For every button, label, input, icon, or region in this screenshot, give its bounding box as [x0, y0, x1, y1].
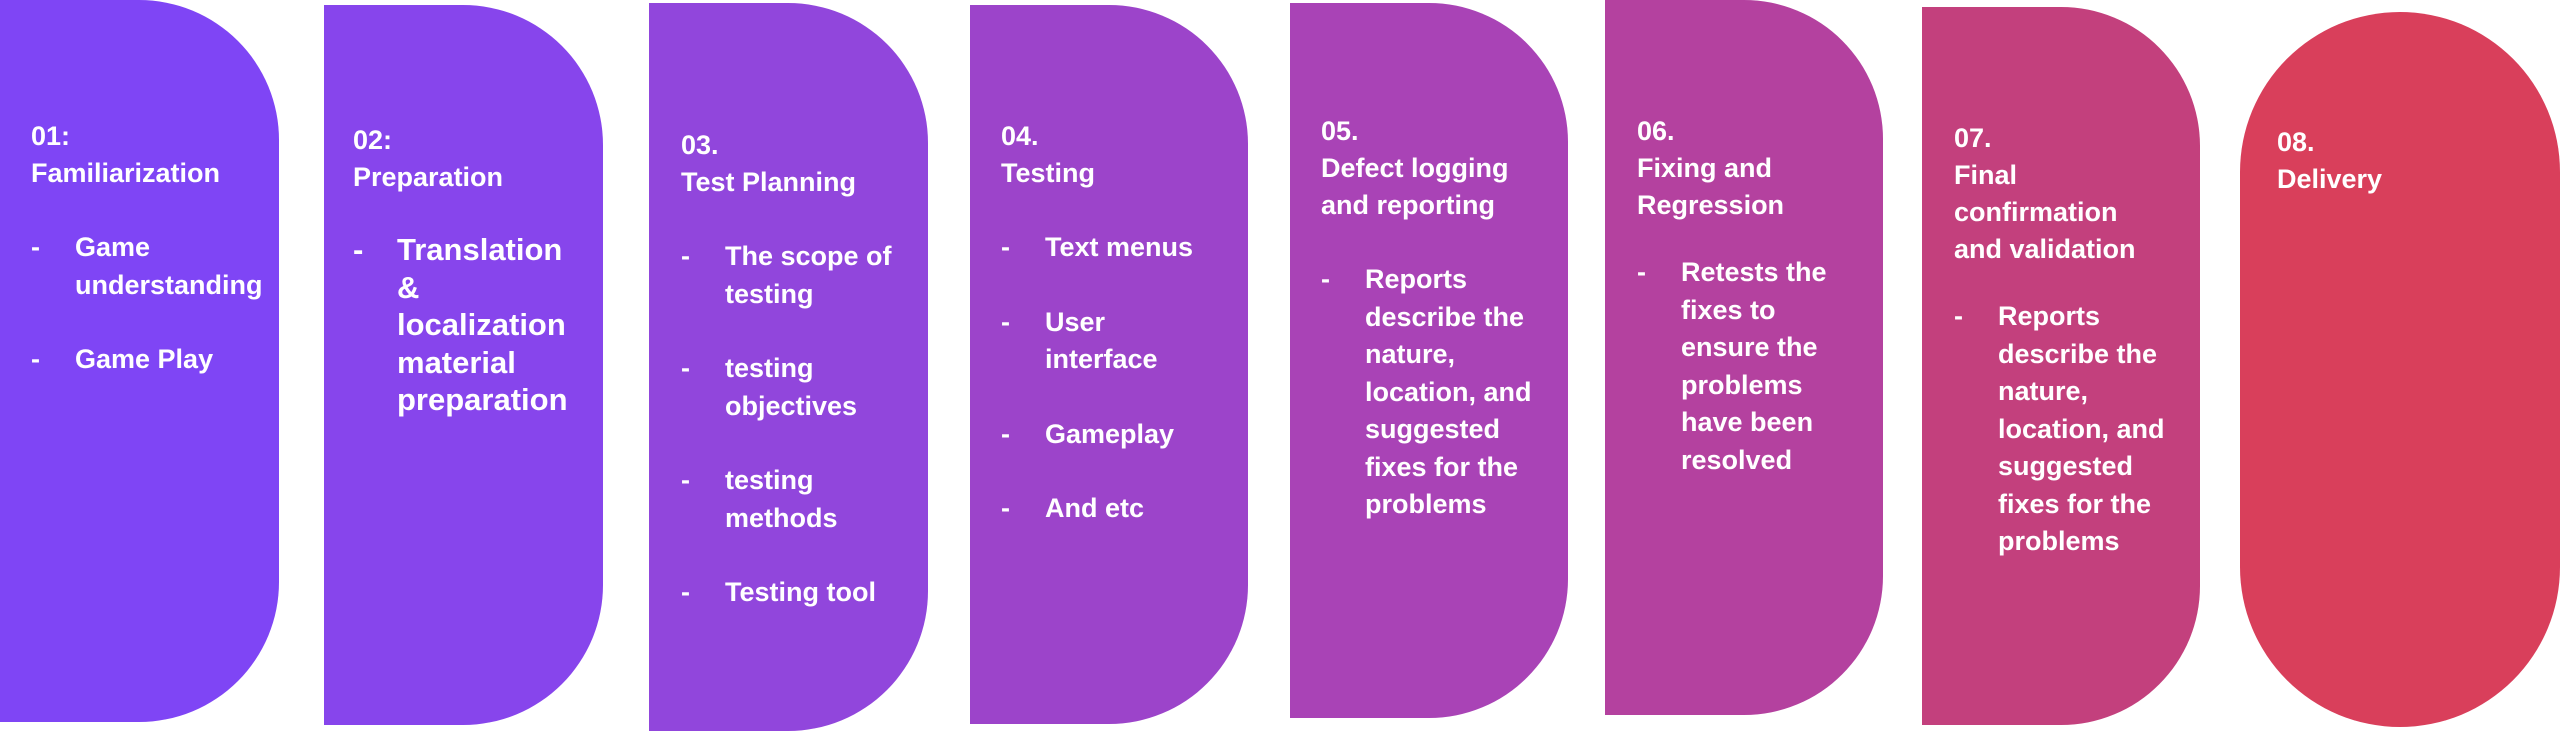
step-number: 04.	[1001, 121, 1039, 151]
step-number: 01:	[31, 121, 71, 151]
bullet-marker: -	[681, 577, 690, 607]
step-title: Familiarization	[31, 158, 221, 188]
step-card-04: 04. Testing - Text menus - User interfac…	[970, 5, 1248, 724]
step-items: - Game understanding - Game Play	[31, 229, 276, 379]
list-item-text: And etc	[1045, 493, 1145, 523]
step-title: Final confirmation and validation	[1954, 160, 2136, 264]
bullet-marker: -	[1001, 306, 1010, 337]
list-item: - Game understanding	[31, 229, 275, 304]
step-title: Testing	[1001, 158, 1095, 188]
step-title: Preparation	[353, 162, 504, 192]
step-items: - Reports describe the nature, location,…	[1954, 298, 2199, 561]
bullet-marker: -	[353, 232, 364, 267]
step-card-06: 06. Fixing and Regression - Retests the …	[1605, 0, 1883, 715]
step-number: 06.	[1637, 116, 1675, 146]
bullet-marker: -	[31, 344, 40, 374]
step-title: Delivery	[2277, 164, 2383, 194]
list-item-text: Game Play	[75, 344, 214, 374]
list-item: - Testing tool	[681, 574, 926, 612]
list-item: - Translation & localization material pr…	[353, 231, 587, 419]
step-items: - Translation & localization material pr…	[353, 231, 603, 419]
bullet-marker: -	[1637, 257, 1646, 287]
bullet-marker: -	[31, 232, 40, 262]
step-title: Test Planning	[681, 167, 857, 197]
list-item: - Reports describe the nature, location,…	[1954, 298, 2168, 561]
step-card-03: 03. Test Planning - The scope of testing…	[649, 3, 928, 731]
bullet-marker: -	[1954, 301, 1963, 331]
bullet-marker: -	[1321, 264, 1330, 294]
list-item: - Game Play	[31, 341, 276, 379]
bullet-marker: -	[1001, 232, 1010, 262]
list-item-text: Reports describe the nature, location, a…	[1998, 301, 2165, 556]
list-item: - Gameplay	[1001, 416, 1246, 454]
list-item: - testing objectives	[681, 350, 875, 425]
step-number: 08.	[2277, 127, 2315, 157]
step-number: 02:	[353, 125, 393, 155]
list-item-text: Text menus	[1045, 232, 1194, 262]
list-item-text: Translation & localization material prep…	[397, 232, 568, 417]
step-items: - Text menus - User interface - Gameplay…	[1001, 229, 1246, 528]
step-card-01: 01: Familiarization - Game understanding…	[0, 0, 279, 722]
list-item: - User interface	[1001, 304, 1205, 379]
step-number: 05.	[1321, 116, 1359, 146]
step-title: Defect logging and reporting	[1321, 153, 1509, 220]
step-card-05: 05. Defect logging and reporting - Repor…	[1290, 3, 1568, 718]
step-number: 07.	[1954, 123, 1992, 153]
list-item: - testing methods	[681, 462, 875, 537]
step-number: 03.	[681, 130, 719, 160]
list-item: - Reports describe the nature, location,…	[1321, 261, 1535, 524]
bullet-marker: -	[681, 241, 690, 271]
step-items: - Retests the fixes to ensure the proble…	[1637, 254, 1882, 479]
list-item-text: testing methods	[725, 465, 838, 533]
list-item-text: Game understanding	[75, 232, 263, 300]
list-item: - Text menus	[1001, 229, 1246, 267]
step-title: Fixing and Regression	[1637, 153, 1785, 220]
list-item-text: Testing tool	[725, 577, 876, 607]
bullet-marker: -	[1001, 493, 1010, 523]
bullet-marker: -	[1001, 418, 1010, 449]
list-item: - And etc	[1001, 490, 1246, 528]
list-item-text: Retests the fixes to ensure the problems…	[1681, 257, 1827, 475]
step-card-08: 08. Delivery	[2240, 12, 2560, 727]
step-items: - Reports describe the nature, location,…	[1321, 261, 1566, 524]
bullet-marker: -	[681, 465, 690, 495]
list-item: - The scope of testing	[681, 238, 895, 313]
list-item-text: Gameplay	[1045, 418, 1175, 449]
bullet-marker: -	[681, 353, 690, 383]
list-item-text: Reports describe the nature, location, a…	[1365, 264, 1532, 519]
list-item-text: User interface	[1045, 306, 1158, 375]
step-card-02: 02: Preparation - Translation & localiza…	[324, 5, 603, 725]
step-card-07: 07. Final confirmation and validation - …	[1922, 7, 2200, 725]
list-item: - Retests the fixes to ensure the proble…	[1637, 254, 1841, 479]
list-item-text: testing objectives	[725, 353, 858, 421]
step-items: - The scope of testing - testing objecti…	[681, 238, 926, 612]
list-item-text: The scope of testing	[725, 241, 892, 309]
